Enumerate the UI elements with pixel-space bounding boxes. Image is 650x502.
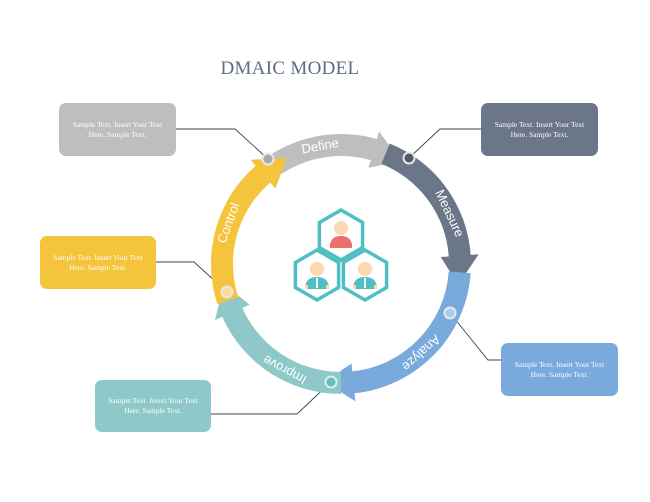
- note-control: Sample Text. Insert Your Text Here. Samp…: [40, 236, 156, 289]
- hexagon-bottom-right: [341, 247, 389, 303]
- note-improve: Sample Text. Insert Your Text Here. Samp…: [95, 380, 211, 432]
- connector-analyze: [449, 312, 502, 361]
- note-improve-text: Sample Text. Insert Your Text Here. Samp…: [108, 396, 198, 415]
- dot-analyze: [443, 306, 457, 320]
- note-define-text: Sample Text. Insert Your Text Here. Samp…: [72, 119, 163, 139]
- hexagon-bottom-left: [293, 247, 341, 303]
- connector-improve: [211, 381, 332, 415]
- note-control-text: Sample Text. Insert Your Text Here. Samp…: [53, 252, 143, 272]
- note-define: Sample Text. Insert Your Text Here. Samp…: [59, 103, 176, 156]
- connector-define: [176, 128, 269, 160]
- dot-define: [261, 152, 275, 166]
- hexagon-top: [317, 207, 365, 263]
- team-hexagon-icon: [293, 207, 389, 303]
- arrow-control: [211, 157, 287, 305]
- note-measure: Sample Text. Insert Your Text Here. Samp…: [481, 103, 598, 156]
- note-measure-text: Sample Text. Insert Your Text Here. Samp…: [494, 119, 585, 139]
- note-analyze-text: Sample Text. Insert Your Text Here. Samp…: [514, 359, 605, 379]
- arrow-measure: [381, 143, 479, 285]
- note-analyze: Sample Text. Insert Your Text Here. Samp…: [501, 343, 618, 396]
- diagram-title: DMAIC MODEL: [220, 58, 360, 79]
- dot-improve: [324, 375, 338, 389]
- arrow-define: [226, 131, 401, 214]
- dot-control: [220, 285, 234, 299]
- label-define: Define: [300, 135, 340, 156]
- dot-measure: [402, 151, 416, 165]
- connector-measure: [408, 128, 481, 159]
- arrow-improve: [214, 284, 341, 394]
